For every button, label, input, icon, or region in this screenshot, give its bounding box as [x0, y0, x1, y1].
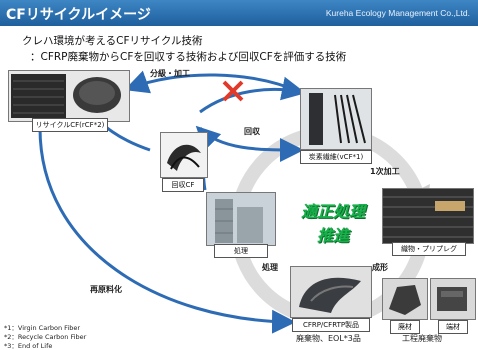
- recycled-cf-photo: [8, 70, 130, 122]
- processing-photo: [206, 192, 276, 246]
- label-primary-processing: 1次加工: [370, 167, 400, 176]
- footnote-2: *2：Recycle Carbon Fiber: [4, 333, 87, 341]
- label-treatment: 処理: [262, 263, 278, 272]
- recovered-cf-photo: [160, 132, 208, 178]
- arrow-re-raw-material: [38, 127, 296, 334]
- scrap-photo: [382, 278, 428, 320]
- recycled-cf-caption: リサイクルCF(rCF*2): [32, 118, 108, 132]
- offcut-photo: [430, 278, 476, 320]
- label-process-waste: 工程廃棄物: [402, 334, 442, 343]
- footnote-1: *1：Virgin Carbon Fiber: [4, 324, 81, 332]
- woven-prepreg-photo: [382, 188, 474, 244]
- processing-caption: 処理: [214, 244, 268, 258]
- center-text-line2: 推進: [316, 226, 349, 245]
- footnote-3: *3：End of Life: [4, 342, 53, 350]
- cfrp-product-caption: CFRP/CFRTP製品: [292, 318, 370, 332]
- label-classify-process: 分級・加工: [150, 69, 190, 78]
- company-name: Kureha Ecology Management Co.,Ltd.: [325, 8, 470, 18]
- carbon-fiber-caption: 炭素繊維(vCF*1): [300, 150, 372, 164]
- subtitle-line2: ：CFRP廃棄物からCFを回収する技術および回収CFを評価する技術: [30, 51, 347, 63]
- woven-prepreg-caption: 織物・プリプレグ: [392, 242, 466, 256]
- offcut-caption: 端材: [438, 320, 468, 334]
- carbon-fiber-photo: [300, 88, 372, 150]
- recovered-cf-caption: 回収CF: [162, 178, 204, 192]
- cycle-inner: [258, 150, 402, 294]
- arrow-to-vcf: [199, 76, 306, 114]
- center-text-line1: 適正処理: [300, 202, 365, 221]
- label-waste-eol: 廃棄物、EOL*3品: [296, 334, 361, 343]
- cross-icon: [222, 80, 244, 102]
- cfrp-product-photo: [290, 266, 372, 318]
- header-bar: CFリサイクルイメージ Kureha Ecology Management Co…: [0, 0, 478, 26]
- label-recovery: 回収: [244, 127, 260, 136]
- subtitle-line1: クレハ環境が考えるCFリサイクル技術: [22, 35, 203, 47]
- scrap-caption: 廃材: [390, 320, 420, 334]
- label-re-raw-material: 再原料化: [90, 285, 122, 294]
- label-molding: 成形: [372, 263, 388, 272]
- page-title: CFリサイクルイメージ: [6, 7, 151, 23]
